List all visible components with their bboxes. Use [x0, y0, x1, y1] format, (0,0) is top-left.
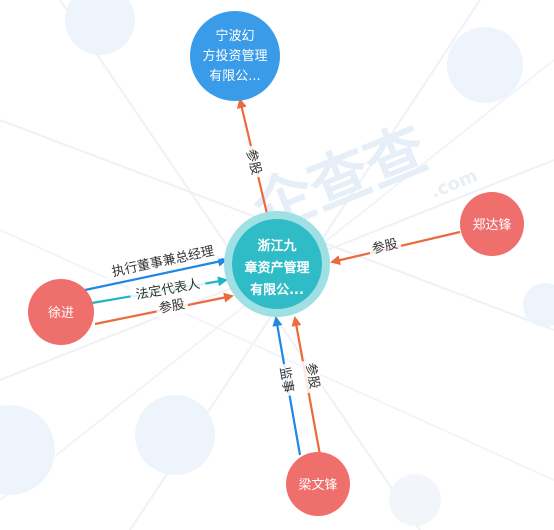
watermark-sub: .com [428, 165, 481, 203]
node-ningbo-line3: 有限公... [209, 69, 260, 84]
node-zheng[interactable]: 郑达锋 [460, 192, 524, 256]
edge-label-liang-supervisor: 监事 [276, 366, 295, 394]
node-center-line1: 浙江九 [257, 238, 296, 254]
node-center[interactable]: 浙江九 章资产管理 有限公... [224, 211, 330, 317]
node-xu-label: 徐进 [48, 306, 74, 321]
edge-label-center-ningbo: 参股 [243, 147, 265, 176]
node-center-line3: 有限公... [250, 282, 304, 298]
node-liang[interactable]: 梁文锋 [286, 452, 350, 516]
node-center-line2: 章资产管理 [244, 260, 309, 276]
node-ningbo-line1: 宁波幻 [215, 28, 254, 44]
node-liang-label: 梁文锋 [298, 478, 337, 493]
edge-label-zheng-center: 参股 [370, 236, 399, 257]
node-zheng-label: 郑达锋 [472, 218, 511, 233]
nodes: 宁波幻 方投资管理 有限公... 浙江九 章资产管理 有限公... 郑达锋 徐进… [28, 11, 524, 516]
node-ningbo[interactable]: 宁波幻 方投资管理 有限公... [190, 11, 280, 101]
edge-label-xu-share: 参股 [158, 296, 187, 317]
edge-xu-exec[interactable] [84, 256, 228, 292]
node-xu[interactable]: 徐进 [28, 279, 94, 345]
edge-label-liang-share: 参股 [302, 362, 322, 390]
node-ningbo-line2: 方投资管理 [202, 48, 267, 64]
